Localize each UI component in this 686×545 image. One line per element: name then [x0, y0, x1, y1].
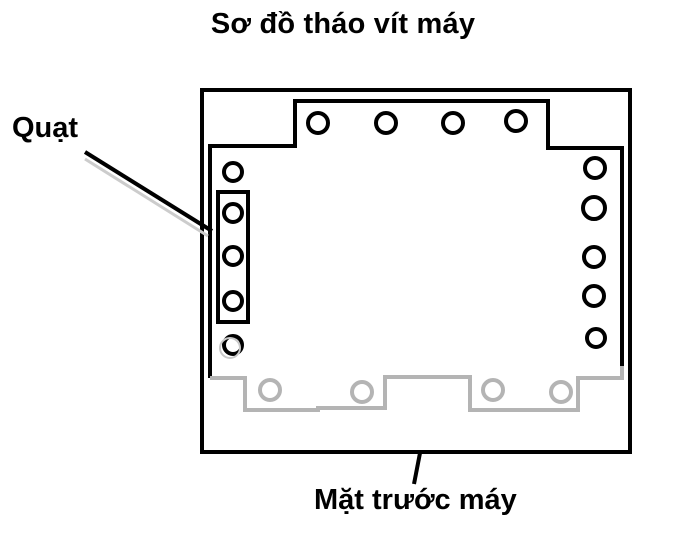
- screw-top-1: [306, 111, 330, 135]
- screw-bottom-1: [258, 378, 282, 402]
- fan-screw-2: [222, 245, 244, 267]
- screw-left-1: [222, 161, 244, 183]
- fan-screw-1: [222, 202, 244, 224]
- screw-bottom-3: [481, 378, 505, 402]
- screw-left-2-ghost: [219, 337, 241, 359]
- inner-plate-lower-outline: [210, 366, 624, 412]
- fan-label: Quạt: [12, 112, 79, 144]
- screw-bottom-4: [549, 380, 573, 404]
- fan-bracket: [216, 190, 250, 324]
- screw-top-4: [504, 109, 528, 133]
- screw-top-3: [441, 111, 465, 135]
- inner-plate-outline: [208, 99, 624, 378]
- screw-bottom-2: [350, 380, 374, 404]
- fan-pointer-ghost: [84, 157, 209, 238]
- screw-right-4: [582, 284, 606, 308]
- screw-top-2: [374, 111, 398, 135]
- screw-right-2: [581, 195, 607, 221]
- diagram-title: Sơ đồ tháo vít máy: [210, 8, 476, 40]
- screw-right-1: [583, 156, 607, 180]
- front-pointer-line: [412, 452, 422, 485]
- case-outline: [200, 88, 632, 454]
- screw-right-5: [585, 327, 607, 349]
- screw-left-2: [222, 334, 244, 356]
- front-label: Mặt trước máy: [314, 484, 517, 516]
- fan-screw-3: [222, 290, 244, 312]
- fan-pointer-line: [83, 150, 214, 233]
- screw-right-3: [582, 245, 606, 269]
